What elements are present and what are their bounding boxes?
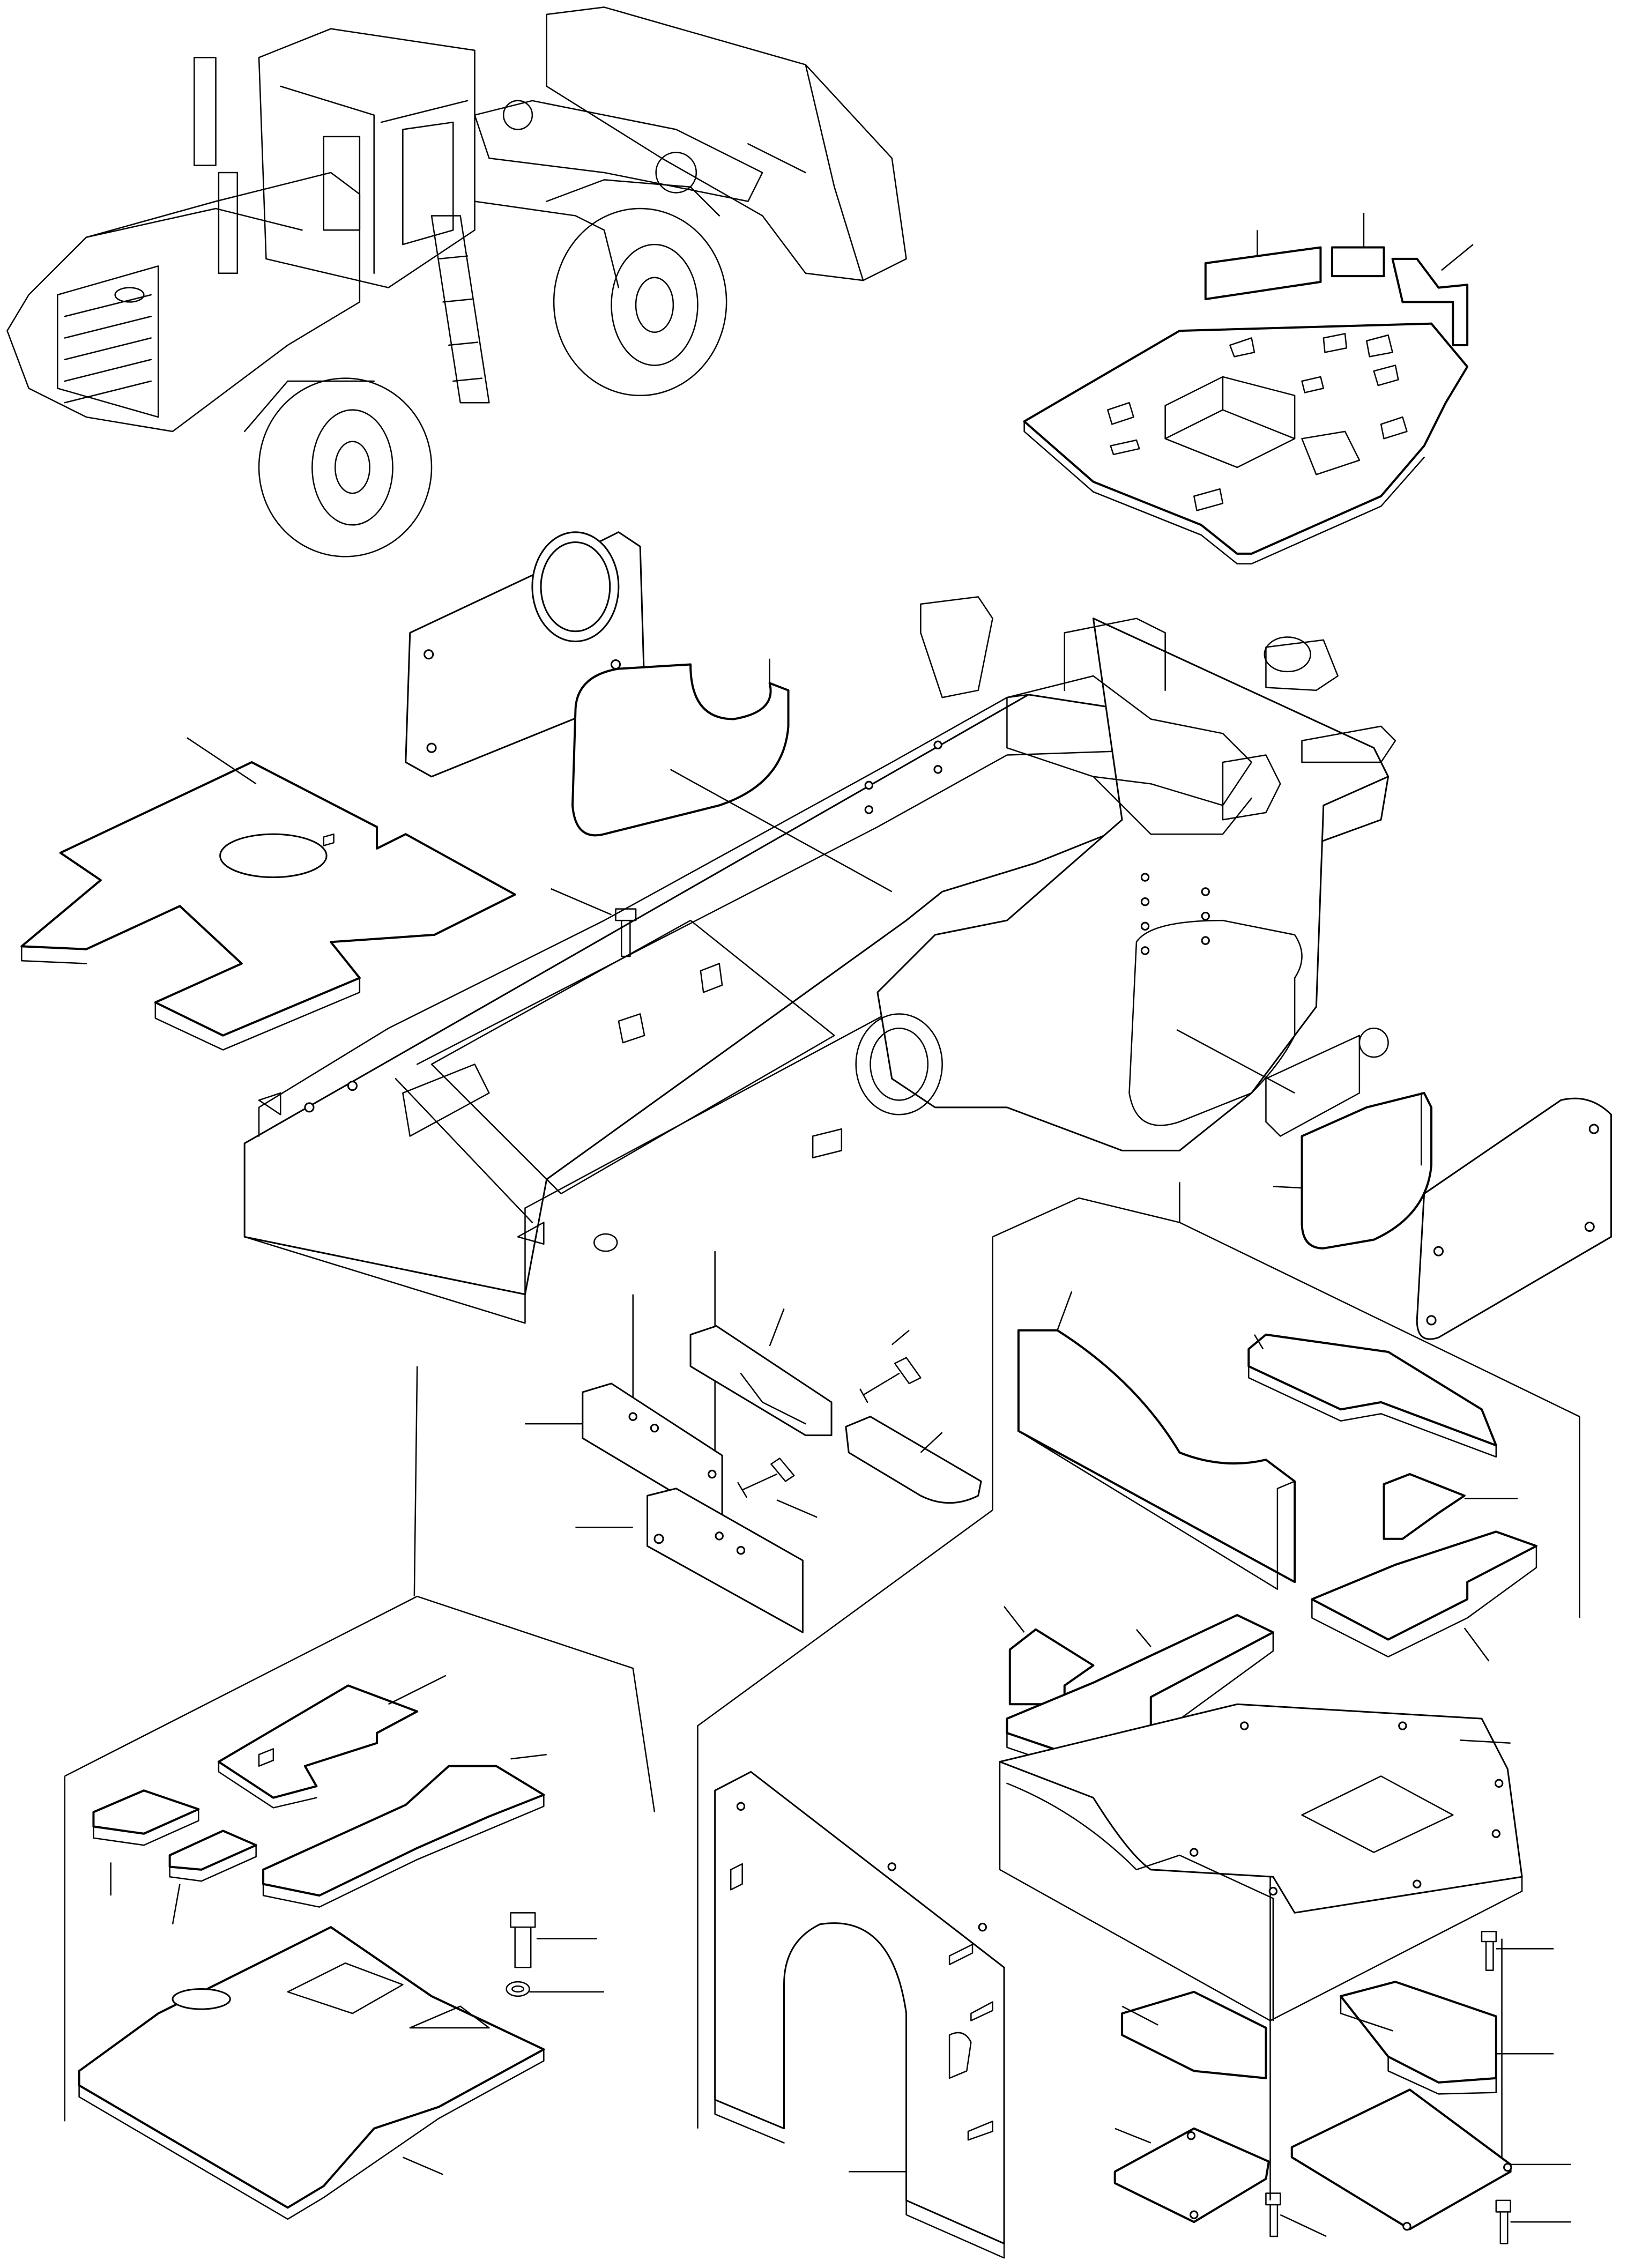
frame-hole-row: [865, 741, 1209, 954]
bottom-guard-set: [1000, 1704, 1571, 2243]
insulation-pad-set: [1004, 1291, 1536, 1772]
frame-side-cover-left: [406, 532, 644, 777]
sound-insulation-pad: [573, 659, 789, 836]
wheel-loader-illustration: [7, 7, 906, 556]
rear-panel-arch: [715, 1772, 1004, 2258]
mounting-brackets: [525, 1308, 981, 1632]
floor-mat: [21, 738, 515, 1050]
main-frame: [244, 597, 1395, 1323]
frame-side-cover-right: [1179, 1028, 1611, 1339]
cab-floor-plate: [1024, 213, 1473, 564]
under-cover-set: [79, 1676, 604, 2219]
